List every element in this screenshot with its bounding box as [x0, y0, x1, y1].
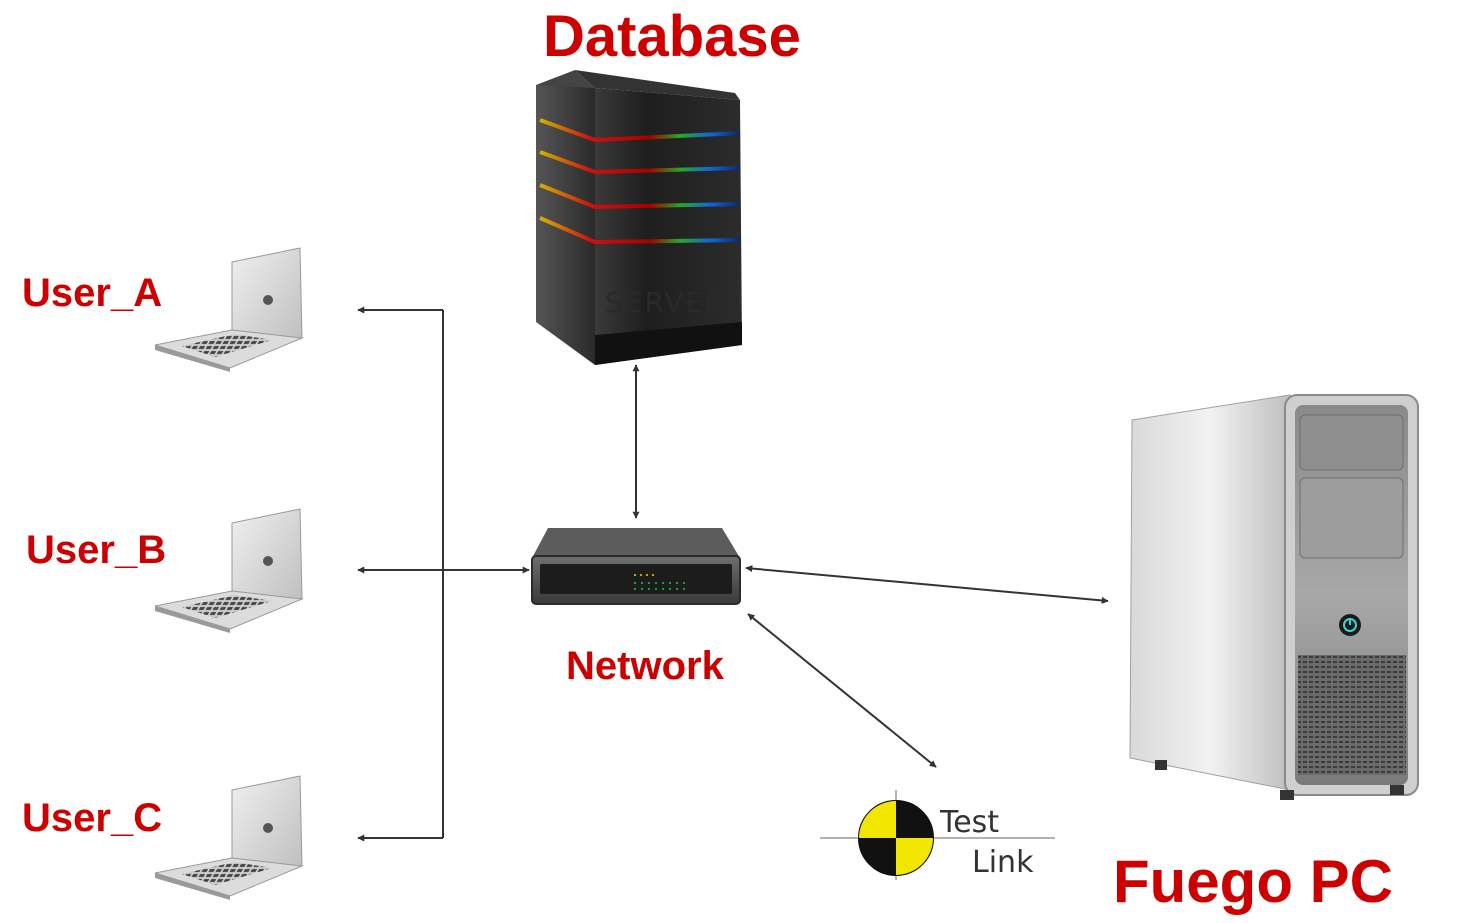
laptop-icon: [154, 247, 304, 372]
testlink-logo-text-bottom: Link: [972, 845, 1034, 880]
connector-network-fuego-pc: [745, 565, 1109, 604]
connector-network-testlink: [747, 613, 937, 768]
user-a-label: User_A: [22, 271, 163, 315]
network-switch-icon: [531, 528, 741, 605]
testlink-logo: Test Link: [820, 790, 1055, 880]
user-c-label: User_C: [22, 796, 163, 840]
fuego-pc-label: Fuego PC: [1113, 848, 1393, 915]
server-icon: SERVER: [536, 70, 742, 365]
testlink-logo-text-top: Test: [939, 805, 999, 840]
server-led-stripes: [539, 118, 741, 245]
connectors: [357, 306, 1109, 842]
database-label: Database: [543, 4, 801, 69]
svg-text:SERVER: SERVER: [605, 286, 727, 319]
laptop-icon: [154, 775, 304, 900]
network-label: Network: [566, 644, 724, 688]
desktop-tower-icon: [1129, 394, 1419, 800]
user-b-label: User_B: [26, 528, 167, 572]
laptop-icon: [154, 508, 304, 633]
